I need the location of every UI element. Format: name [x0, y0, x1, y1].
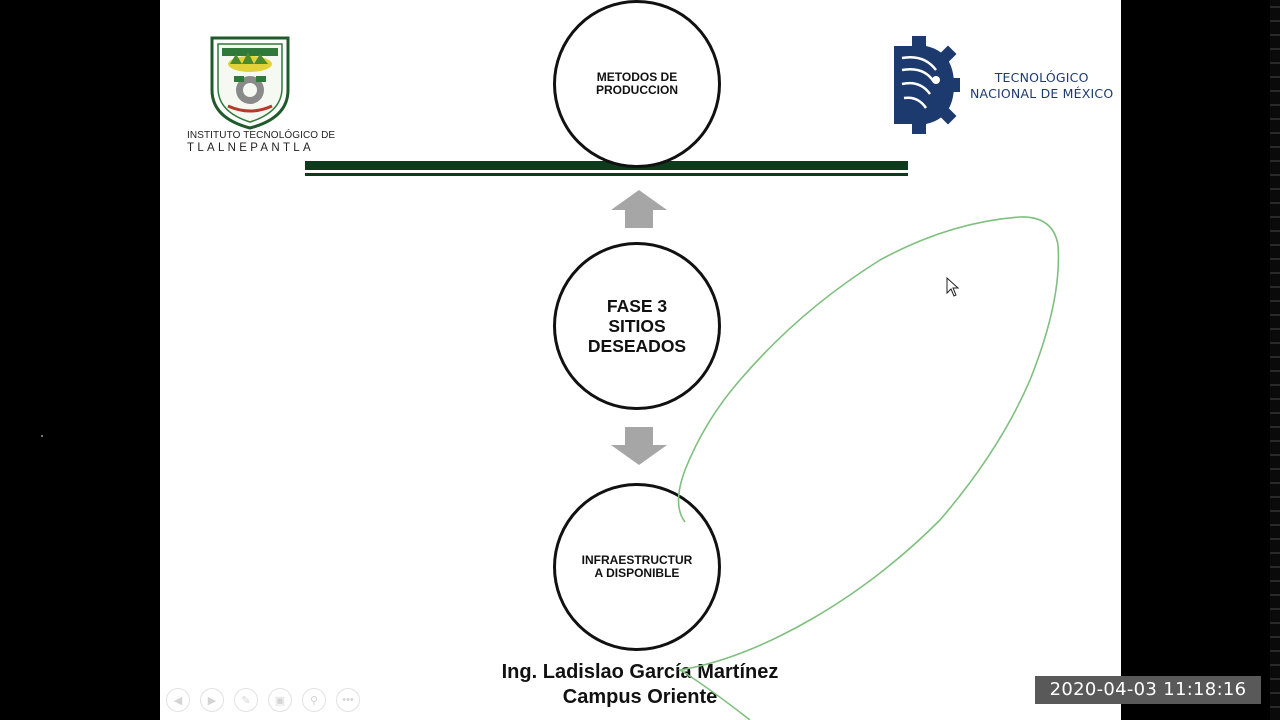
itt-caption-line2: TLALNEPANTLA [187, 142, 314, 154]
node-label: METODOS DE PRODUCCION [595, 70, 678, 97]
arrow-down-icon [611, 427, 667, 465]
recording-timestamp: 2020-04-03 11:18:16 [1035, 676, 1261, 704]
node-metodos-produccion: METODOS DE PRODUCCION [553, 0, 721, 168]
previous-icon[interactable]: ◀ [166, 688, 190, 712]
itt-logo: INSTITUTO TECNOLÓGICO DE TLALNEPANTLA [184, 34, 335, 158]
zoom-icon[interactable]: ⚲ [302, 688, 326, 712]
tecnm-line2: NACIONAL DE MÉXICO [970, 86, 1114, 101]
itt-caption-line1: INSTITUTO TECNOLÓGICO DE [187, 130, 336, 141]
more-icon[interactable]: ••• [336, 688, 360, 712]
author-name: Ing. Ladislao García Martínez [501, 661, 779, 683]
presentation-slide: INSTITUTO TECNOLÓGICO DE TLALNEPANTLA TE… [160, 0, 1121, 720]
arrow-up-icon [611, 190, 667, 228]
tecnm-logo: TECNOLÓGICO NACIONAL DE MÉXICO [890, 34, 1113, 138]
header-divider-thick [305, 161, 908, 170]
author-block: Ing. Ladislao García Martínez Campus Ori… [410, 660, 870, 710]
header-divider-thin [305, 173, 908, 176]
window-edge [1270, 0, 1280, 720]
node-label: INFRAESTRUCTUR A DISPONIBLE [581, 553, 693, 580]
next-icon[interactable]: ▶ [200, 688, 224, 712]
slides-icon[interactable]: ▣ [268, 688, 292, 712]
slide-toolbar: ◀ ▶ ✎ ▣ ⚲ ••• [166, 688, 360, 712]
itt-shield-icon [210, 36, 290, 130]
tecnm-gear-icon [894, 36, 960, 134]
node-fase-3: FASE 3 SITIOS DESEADOS [553, 242, 721, 410]
pen-icon[interactable]: ✎ [234, 688, 258, 712]
author-campus: Campus Oriente [562, 686, 718, 708]
tecnm-line1: TECNOLÓGICO [994, 70, 1089, 85]
node-label: FASE 3 SITIOS DESEADOS [587, 296, 687, 356]
node-infraestructura: INFRAESTRUCTUR A DISPONIBLE [553, 483, 721, 651]
stray-pixel [41, 435, 43, 437]
tecnm-text: TECNOLÓGICO NACIONAL DE MÉXICO [970, 70, 1113, 102]
mouse-cursor-icon [946, 277, 960, 297]
